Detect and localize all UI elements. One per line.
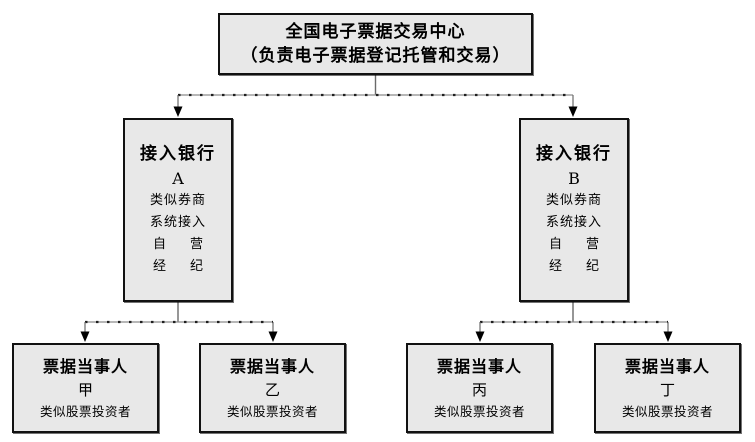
spread-right: 营 — [585, 237, 599, 252]
party-label: 丙 — [471, 381, 487, 399]
bank-note: 系统接入 — [149, 215, 206, 230]
spread-left: 经 — [549, 259, 563, 274]
party-label: 丁 — [659, 381, 675, 399]
bank-note-spread: 自 营 — [549, 234, 599, 256]
party-note: 类似股票投资者 — [433, 404, 525, 419]
arrowhead-down-icon — [663, 331, 673, 342]
bank-node-a: 接入银行 A 类似券商 系统接入 自 营 经 纪 — [123, 118, 233, 302]
bank-note: 类似券商 — [545, 193, 602, 208]
party-title: 票据当事人 — [42, 357, 128, 376]
bank-note-spread: 自 营 — [153, 234, 203, 256]
root-node-exchange-center: 全国电子票据交易中心 （负责电子票据登记托管和交易） — [218, 13, 533, 75]
bank-title: 接入银行 — [140, 144, 216, 164]
spread-left: 经 — [153, 259, 167, 274]
party-node-2: 票据当事人 乙 类似股票投资者 — [199, 343, 346, 433]
spread-right: 营 — [189, 237, 203, 252]
arrowhead-down-icon — [268, 331, 278, 342]
bank-note-spread: 经 纪 — [549, 256, 599, 278]
root-title: 全国电子票据交易中心 — [285, 22, 466, 42]
party-label: 乙 — [264, 381, 280, 399]
bank-note: 系统接入 — [545, 215, 602, 230]
party-title: 票据当事人 — [229, 357, 315, 376]
spread-right: 纪 — [189, 259, 203, 274]
bank-label: B — [568, 169, 580, 188]
spread-right: 纪 — [585, 259, 599, 274]
spread-left: 自 — [153, 237, 167, 252]
arrowhead-down-icon — [173, 106, 183, 117]
party-title: 票据当事人 — [624, 357, 710, 376]
bank-node-b: 接入银行 B 类似券商 系统接入 自 营 经 纪 — [519, 118, 629, 302]
bank-note-spread: 经 纪 — [153, 256, 203, 278]
bank-title: 接入银行 — [536, 144, 612, 164]
party-node-3: 票据当事人 丙 类似股票投资者 — [406, 343, 553, 433]
arrowhead-down-icon — [80, 331, 90, 342]
spread-left: 自 — [549, 237, 563, 252]
party-note: 类似股票投资者 — [226, 404, 318, 419]
arrowhead-down-icon — [475, 331, 485, 342]
party-label: 甲 — [77, 381, 93, 399]
party-title: 票据当事人 — [436, 357, 522, 376]
party-note: 类似股票投资者 — [39, 404, 131, 419]
party-node-4: 票据当事人 丁 类似股票投资者 — [594, 343, 741, 433]
root-subtitle: （负责电子票据登记托管和交易） — [240, 46, 511, 66]
party-node-1: 票据当事人 甲 类似股票投资者 — [12, 343, 159, 433]
bank-note: 类似券商 — [149, 193, 206, 208]
bank-label: A — [172, 169, 184, 188]
arrowhead-down-icon — [568, 106, 578, 117]
party-note: 类似股票投资者 — [621, 404, 713, 419]
